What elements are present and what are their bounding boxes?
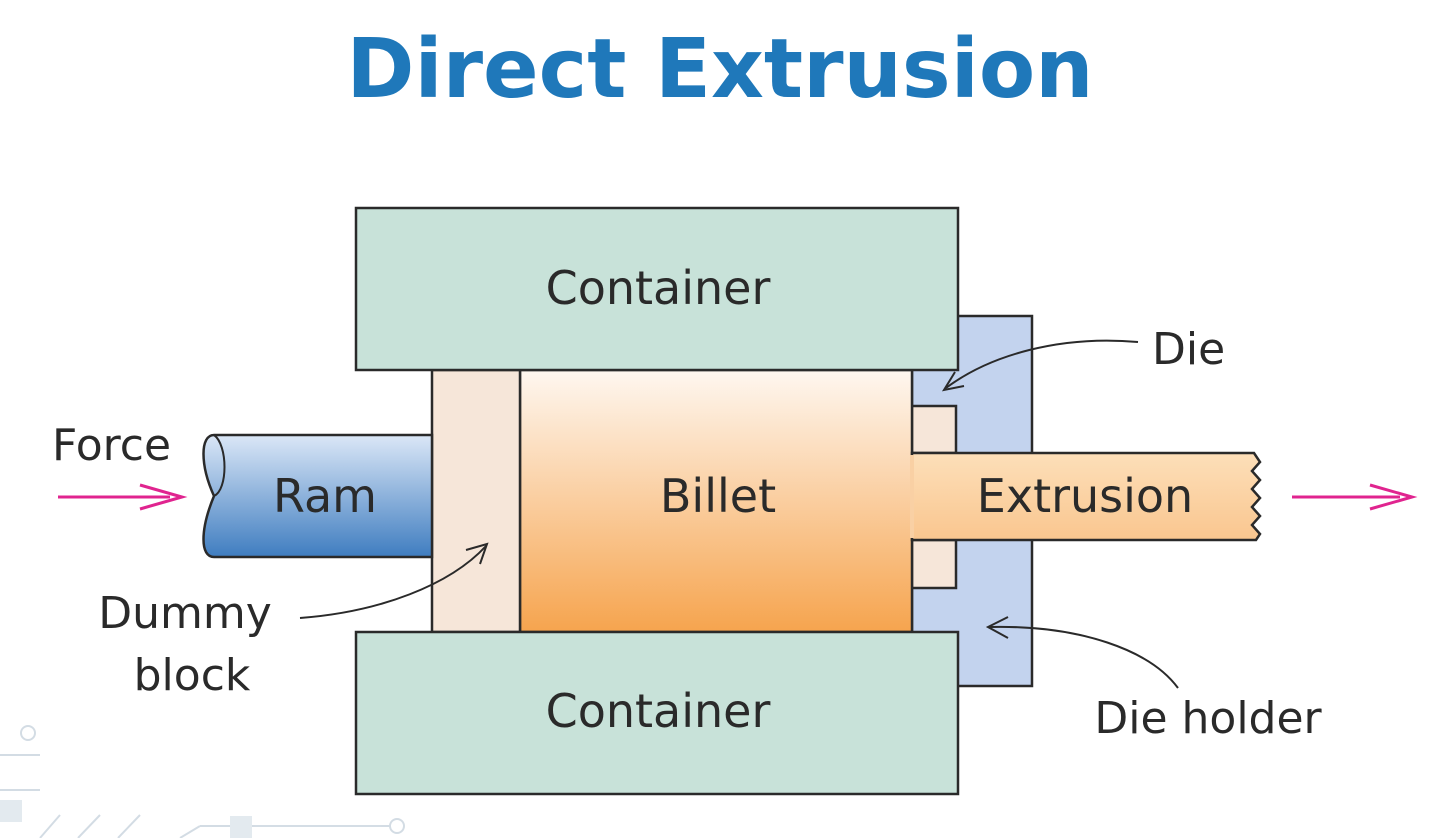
label-extrusion: Extrusion bbox=[977, 469, 1193, 523]
dummy-block-leader-arrow bbox=[299, 542, 489, 619]
die-upper bbox=[910, 404, 958, 455]
label-ram: Ram bbox=[273, 469, 377, 523]
billet bbox=[518, 368, 914, 634]
ram bbox=[202, 433, 434, 559]
container-top bbox=[354, 206, 960, 372]
label-dummy-line2: block bbox=[134, 650, 251, 701]
label-force: Force bbox=[52, 420, 171, 471]
die-lower bbox=[910, 538, 958, 590]
label-die-holder: Die holder bbox=[1094, 693, 1322, 744]
label-billet: Billet bbox=[660, 469, 776, 523]
label-dummy-line1: Dummy bbox=[98, 588, 272, 639]
label-die: Die bbox=[1152, 324, 1225, 375]
container-bottom bbox=[354, 630, 960, 796]
label-container-bottom: Container bbox=[546, 684, 771, 738]
extrusion bbox=[910, 451, 1262, 542]
die-leader-arrow bbox=[941, 339, 1139, 392]
die-holder-leader-arrow bbox=[985, 616, 1179, 689]
label-container-top: Container bbox=[546, 261, 771, 315]
force-arrow-left bbox=[58, 483, 188, 511]
dummy-block bbox=[430, 368, 522, 634]
decorative-corner-motif bbox=[0, 725, 405, 838]
diagram-title: Direct Extrusion bbox=[346, 22, 1094, 117]
output-arrow-right bbox=[1292, 483, 1418, 511]
